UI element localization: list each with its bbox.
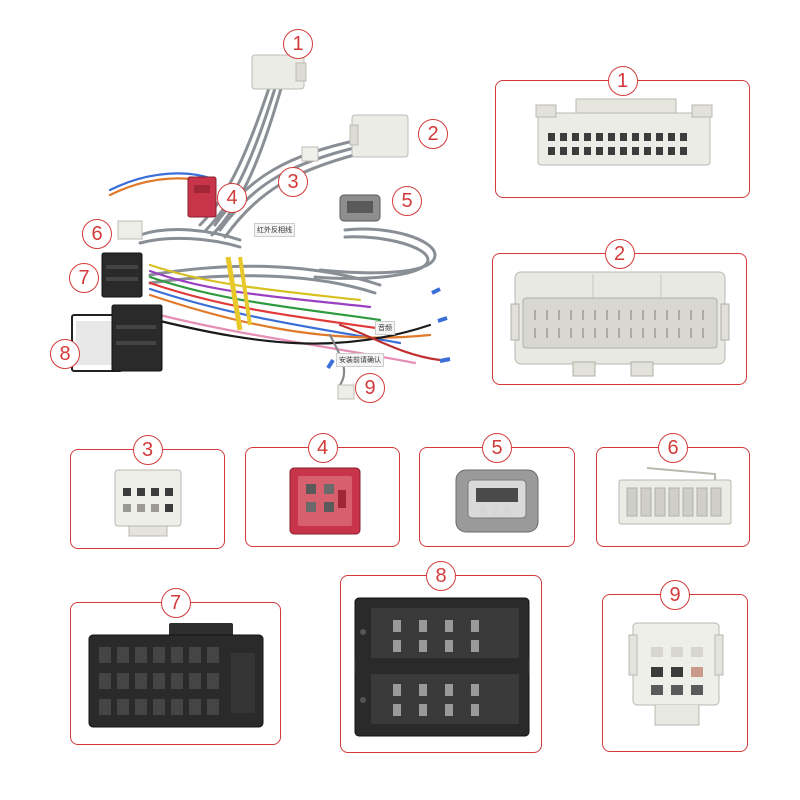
connector-panel-1: 1 [495, 66, 750, 198]
harness-label-3: 3 [278, 167, 308, 197]
connector-6-image [618, 467, 732, 525]
harness-photo: 红外反相线 音频 安装前请确认 1 2 3 4 5 6 7 8 9 [40, 25, 480, 415]
harness-drawing [71, 54, 451, 400]
panel-number-4: 4 [307, 433, 338, 463]
connector-panel-6: 6 [596, 433, 750, 547]
connector-5-image [455, 469, 539, 533]
panel-number-2: 2 [604, 239, 635, 269]
harness-label-7: 7 [69, 263, 99, 293]
panel-number-1: 1 [607, 66, 638, 96]
panel-number-7: 7 [160, 588, 191, 618]
connector-panel-4: 4 [245, 433, 400, 547]
connector-8-image [354, 597, 530, 737]
harness-label-9: 9 [355, 373, 385, 403]
panel-number-3: 3 [132, 435, 163, 465]
panel-number-6: 6 [658, 433, 688, 463]
harness-tag-1: 红外反相线 [254, 223, 295, 237]
panel-number-8: 8 [426, 561, 456, 591]
connector-panel-2: 2 [492, 239, 747, 385]
connector-panel-9: 9 [602, 580, 748, 752]
connector-4-image [289, 467, 361, 535]
connector-7-image [88, 623, 264, 728]
connector-3-image [114, 469, 182, 537]
connector-1-image [535, 98, 713, 166]
connector-panel-7: 7 [70, 588, 281, 745]
harness-label-4: 4 [217, 183, 247, 213]
harness-tag-2: 音频 [375, 321, 395, 335]
connector-9-image [628, 622, 724, 726]
connector-panel-8: 8 [340, 561, 542, 753]
connector-panel-3: 3 [70, 435, 225, 549]
harness-label-2: 2 [418, 119, 448, 149]
connector-2-image [510, 271, 730, 377]
harness-label-8: 8 [50, 339, 80, 369]
harness-label-5: 5 [392, 186, 422, 216]
harness-tag-3: 安装前请确认 [336, 353, 384, 367]
connector-panel-5: 5 [419, 433, 575, 547]
harness-label-6: 6 [82, 219, 112, 249]
harness-label-1: 1 [283, 29, 313, 59]
panel-number-9: 9 [660, 580, 690, 610]
panel-number-5: 5 [482, 433, 512, 463]
